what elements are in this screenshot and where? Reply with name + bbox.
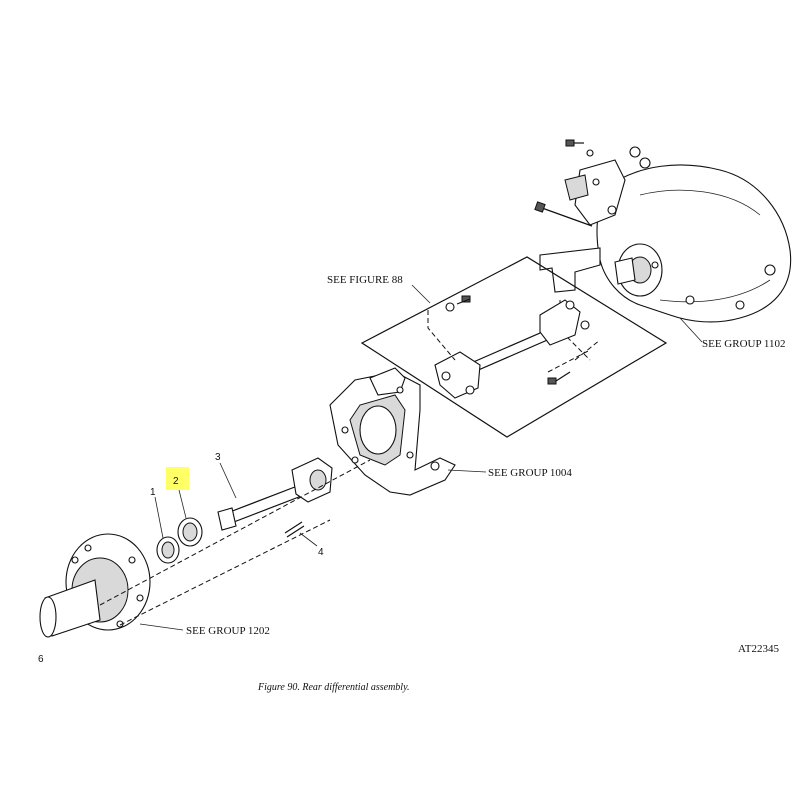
item-2-highlight bbox=[166, 467, 189, 490]
figure-88-reference-box bbox=[360, 256, 668, 438]
callout-3: 3 bbox=[215, 452, 221, 463]
drawing-number: AT22345 bbox=[738, 643, 779, 655]
pin-item-4 bbox=[284, 521, 305, 538]
callout-4: 4 bbox=[318, 547, 324, 558]
label-see-figure-88: SEE FIGURE 88 bbox=[327, 274, 403, 286]
pinion-shaft bbox=[217, 457, 333, 531]
bearing-item-2 bbox=[177, 517, 203, 547]
callout-1: 1 bbox=[150, 487, 156, 498]
label-see-group-1004: SEE GROUP 1004 bbox=[488, 467, 572, 479]
leader-item-3 bbox=[219, 462, 237, 499]
assembly-centerline-secondary bbox=[119, 519, 331, 626]
differential-carrier bbox=[329, 367, 456, 496]
assembly-centerline bbox=[99, 459, 371, 606]
callout-2: 2 bbox=[173, 476, 179, 487]
figure-caption: Figure 90. Rear differential assembly. bbox=[257, 682, 409, 693]
leader-item-4 bbox=[299, 532, 318, 547]
leader-item-2 bbox=[178, 489, 187, 519]
axle-flange bbox=[39, 533, 151, 638]
label-see-group-1202: SEE GROUP 1202 bbox=[186, 625, 270, 637]
transmission-housing bbox=[534, 139, 792, 323]
leader-group-1102 bbox=[679, 317, 703, 343]
leader-group-1004 bbox=[447, 469, 487, 473]
leader-figure-88 bbox=[411, 284, 431, 304]
leader-item-1 bbox=[154, 496, 164, 539]
leader-group-1202 bbox=[139, 623, 184, 631]
page-mark: 6 bbox=[38, 654, 44, 665]
label-see-group-1102: SEE GROUP 1102 bbox=[702, 338, 786, 350]
seal-item-1 bbox=[156, 536, 180, 564]
